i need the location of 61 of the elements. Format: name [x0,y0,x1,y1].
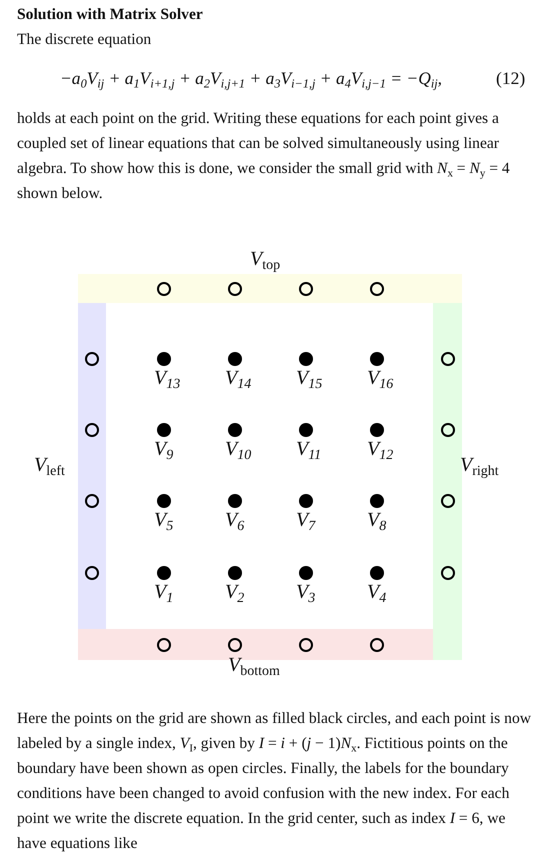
point-label: V$_{10}$ [225,438,252,461]
grid-point [228,423,242,437]
point-label: V$_{5}$ [154,509,174,532]
grid-point [157,423,171,437]
grid-point [228,352,242,366]
open-circle [85,566,99,580]
point-label: V$_{9}$ [154,438,174,461]
point-label: V$_{6}$ [225,509,244,532]
open-circle [440,494,454,508]
grid-point [299,352,313,366]
heading: Solution with Matrix Solver [17,5,203,25]
point-label: V$_{12}$ [367,438,394,461]
point-label: V$_{13}$ [154,367,180,390]
boundary-label: V$_{left}$ [34,454,65,477]
grid-point [157,566,171,580]
point-label: V$_{2}$ [225,581,244,604]
grid-point [228,566,242,580]
open-circle [228,638,242,652]
open-circle [370,282,384,296]
open-circle [228,282,242,296]
grid-point [299,423,313,437]
point-label: V$_{11}$ [296,438,322,461]
open-circle [157,638,171,652]
point-label: V$_{4}$ [367,581,386,604]
grid-point [370,566,384,580]
open-circle [440,352,454,366]
boundary-band [78,303,106,629]
point-label: V$_{14}$ [225,367,252,390]
open-circle [85,352,99,366]
point-label: V$_{3}$ [296,581,316,604]
point-label: V$_{8}$ [367,509,386,532]
grid-point [370,423,384,437]
point-label: V$_{7}$ [296,509,316,532]
boundary-label: V$_{bottom}$ [228,654,280,677]
boundary-band [78,274,462,303]
boundary-band [433,303,462,660]
paragraph: The discrete equation [17,30,152,50]
open-circle [85,494,99,508]
open-circle [370,638,384,652]
open-circle [299,638,313,652]
grid-point [299,566,313,580]
paragraph: Here the points on the grid are shown as filled black circles, and each point is now labeled by a single index, V$_{I}$, given by I = i + (j − 1)N$_{x}$. Fictitious points on the boundary have been shown as open circles. Finally, the labels for the boundary conditions have been changed to avoid confusion with the new index. For each point we write the discrete equation. In the grid center, such as index I = 6, we have equations like [17,709,532,854]
paragraph: holds at each point on the grid. Writing these equations for each point gives a coupled set of linear equations that can be solved simultaneously using linear algebra. To show how this is done, we consider the small grid with N$_{x}$ = N$_{y}$ = 4 shown below. [17,109,511,204]
grid-point [370,352,384,366]
boundary-label: V$_{top}$ [250,248,280,271]
open-circle [440,566,454,580]
point-label: V$_{15}$ [296,367,322,390]
point-label: V$_{1}$ [154,581,174,604]
boundary-label: V$_{right}$ [460,454,499,477]
open-circle [440,423,454,437]
open-circle [299,282,313,296]
grid-point [228,494,242,508]
grid-point [157,494,171,508]
grid-point [370,494,384,508]
point-label: V$_{16}$ [367,367,394,390]
equation: −a$_{0}$V$_{ij}$ + a$_{1}$V$_{i+1,j}$ + a$_{2}$V$_{i,j+1}$ + a$_{3}$V$_{i−1,j}$ + a$_{4}$V$_{i,j−1}$ = −Q$_{ij}$, [60,68,442,89]
grid-point [299,494,313,508]
equation-number: (12) [496,68,526,89]
open-circle [157,282,171,296]
grid-point [157,352,171,366]
open-circle [85,423,99,437]
